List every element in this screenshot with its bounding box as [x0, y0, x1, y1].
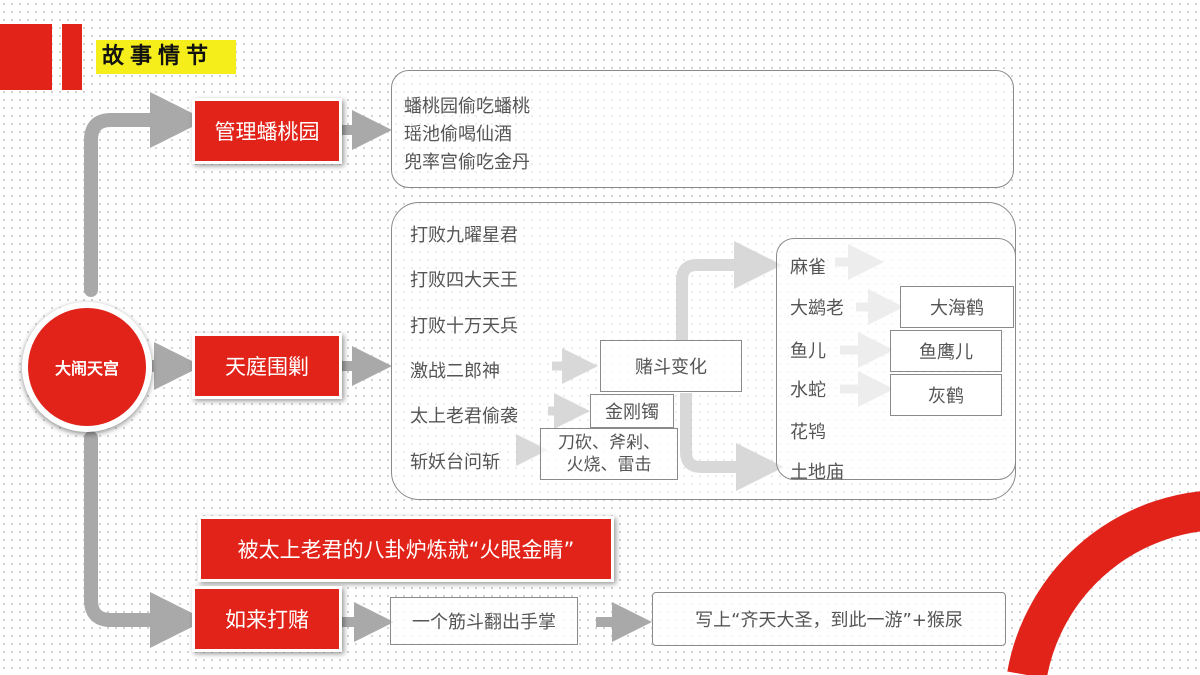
center-node: 大闹天宫	[22, 302, 152, 432]
bracelet-box: 金刚镯	[590, 394, 674, 428]
transform-sparrow: 麻雀	[790, 257, 826, 278]
transform-grey-crane: 灰鹤	[890, 374, 1002, 416]
branch2-item-6: 斩妖台问斩	[410, 452, 500, 473]
branch2-item-5: 太上老君偷袭	[410, 406, 518, 427]
branch2-item-2: 打败四大天王	[410, 270, 518, 291]
branch2-item-1: 打败九曜星君	[410, 225, 518, 246]
corner-red-stripe	[62, 24, 82, 90]
branch2-item-4: 激战二郎神	[410, 361, 500, 382]
gamble-box: 赌斗变化	[600, 340, 742, 392]
transform-fish: 鱼儿	[790, 341, 826, 362]
execution-box: 刀砍、斧剁、 火烧、雷击	[540, 428, 678, 480]
transform-snake: 水蛇	[790, 380, 826, 401]
branch3-label: 被太上老君的八卦炉炼就“火眼金睛”	[198, 516, 614, 582]
branch1-item-1: 蟠桃园偷吃蟠桃	[404, 96, 530, 117]
branch4-label: 如来打赌	[192, 586, 342, 652]
branch1-label: 管理蟠桃园	[192, 98, 342, 164]
execution-line-1: 刀砍、斧剁、	[558, 433, 660, 453]
branch4-step2: 写上“齐天大圣，到此一游”+猴尿	[652, 592, 1006, 646]
execution-line-2: 火烧、雷击	[566, 455, 652, 475]
transform-big-crane: 大海鹤	[900, 286, 1014, 328]
branch2-label: 天庭围剿	[192, 333, 342, 399]
branch1-item-3: 兜率宫偷吃金丹	[404, 152, 530, 173]
page-title: 故事情节	[96, 40, 236, 74]
branch2-item-3: 打败十万天兵	[410, 316, 518, 337]
branch4-step1: 一个筋斗翻出手掌	[390, 597, 578, 645]
transform-cormorant: 大鹚老	[790, 298, 844, 319]
transform-bustard: 花鸨	[790, 422, 826, 443]
branch1-frame	[391, 70, 1014, 188]
transform-osprey: 鱼鹰儿	[890, 330, 1002, 372]
corner-red-bar	[0, 24, 52, 90]
trunk-arrow-bottom	[84, 431, 206, 648]
branch1-item-2: 瑶池偷喝仙酒	[404, 124, 512, 145]
red-arc-decoration	[1007, 491, 1200, 675]
transform-temple: 土地庙	[790, 462, 844, 483]
trunk-arrow-top	[84, 92, 206, 297]
